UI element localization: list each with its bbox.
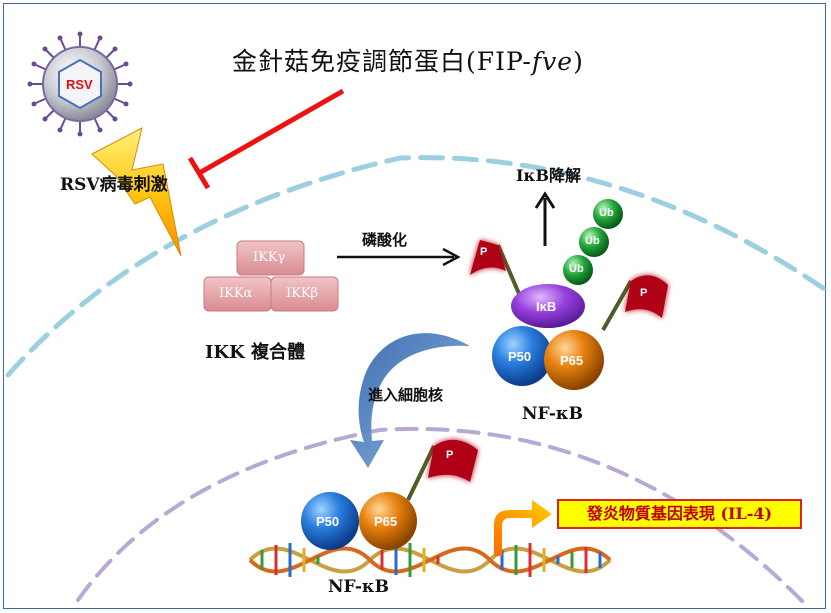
degradation-arrow-icon xyxy=(534,191,556,246)
phospho-flag-icon xyxy=(406,439,478,501)
stimulus-bolt-icon xyxy=(91,127,182,257)
rsv-virus-icon xyxy=(27,31,133,137)
phospho-flag-label: P xyxy=(640,287,648,299)
p65-label: P65 xyxy=(560,353,584,368)
ikk-complex-label: IKK 複合體 xyxy=(205,342,305,363)
p65-label: P65 xyxy=(374,514,398,529)
ikb-label: IκB xyxy=(536,299,557,314)
nuclear-entry-arrow-icon xyxy=(350,333,470,468)
p50-protein-icon xyxy=(492,326,552,386)
p50-label: P50 xyxy=(508,349,532,364)
p65-protein-icon xyxy=(359,492,417,550)
ub-icon xyxy=(579,227,609,257)
phospho-flag-icon xyxy=(470,240,522,297)
nuclear-entry-label: 進入細胞核 xyxy=(368,386,444,404)
ub-label: Ub xyxy=(585,235,600,247)
virus-label: RSV xyxy=(66,77,93,92)
figure-frame xyxy=(3,3,826,609)
cell-membrane xyxy=(5,155,829,378)
p50-protein-icon xyxy=(301,492,359,550)
diagram-title: 金針菇免疫調節蛋白(FIP-fve) xyxy=(232,47,584,76)
p65-protein-icon xyxy=(544,330,604,390)
ikk-complex-icon xyxy=(203,240,339,312)
ikk-alpha-label: IKKα xyxy=(219,286,253,301)
p50-label: P50 xyxy=(316,514,340,529)
ub-label: Ub xyxy=(569,263,584,275)
gene-expression-arrow-icon xyxy=(494,500,552,556)
ub-label: Ub xyxy=(599,207,614,219)
nfkb-nucleus-label: NF-κB xyxy=(328,577,390,597)
phosphorylation-label: 磷酸化 xyxy=(362,231,408,249)
phospho-flag-icon xyxy=(601,275,668,331)
dna-helix-icon xyxy=(248,543,612,577)
ikk-beta-label: IKKβ xyxy=(286,286,319,301)
inhibition-icon xyxy=(187,88,345,190)
phospho-flag-label: P xyxy=(446,449,454,461)
stimulus-label: RSV病毒刺激 xyxy=(60,175,168,195)
ikb-protein-icon xyxy=(511,284,585,328)
ub-icon xyxy=(593,199,623,229)
ub-icon xyxy=(563,255,593,285)
nfkb-cytoplasm-label: NF-κB xyxy=(522,404,584,424)
ikb-degradation-label: IκB降解 xyxy=(516,166,582,185)
gene-expression-box: 發炎物質基因表現 (IL-4) xyxy=(557,499,802,529)
ikk-gamma-label: IKKγ xyxy=(253,250,286,265)
phospho-flag-label: P xyxy=(480,246,488,258)
phosphorylation-arrow-icon xyxy=(337,247,461,267)
